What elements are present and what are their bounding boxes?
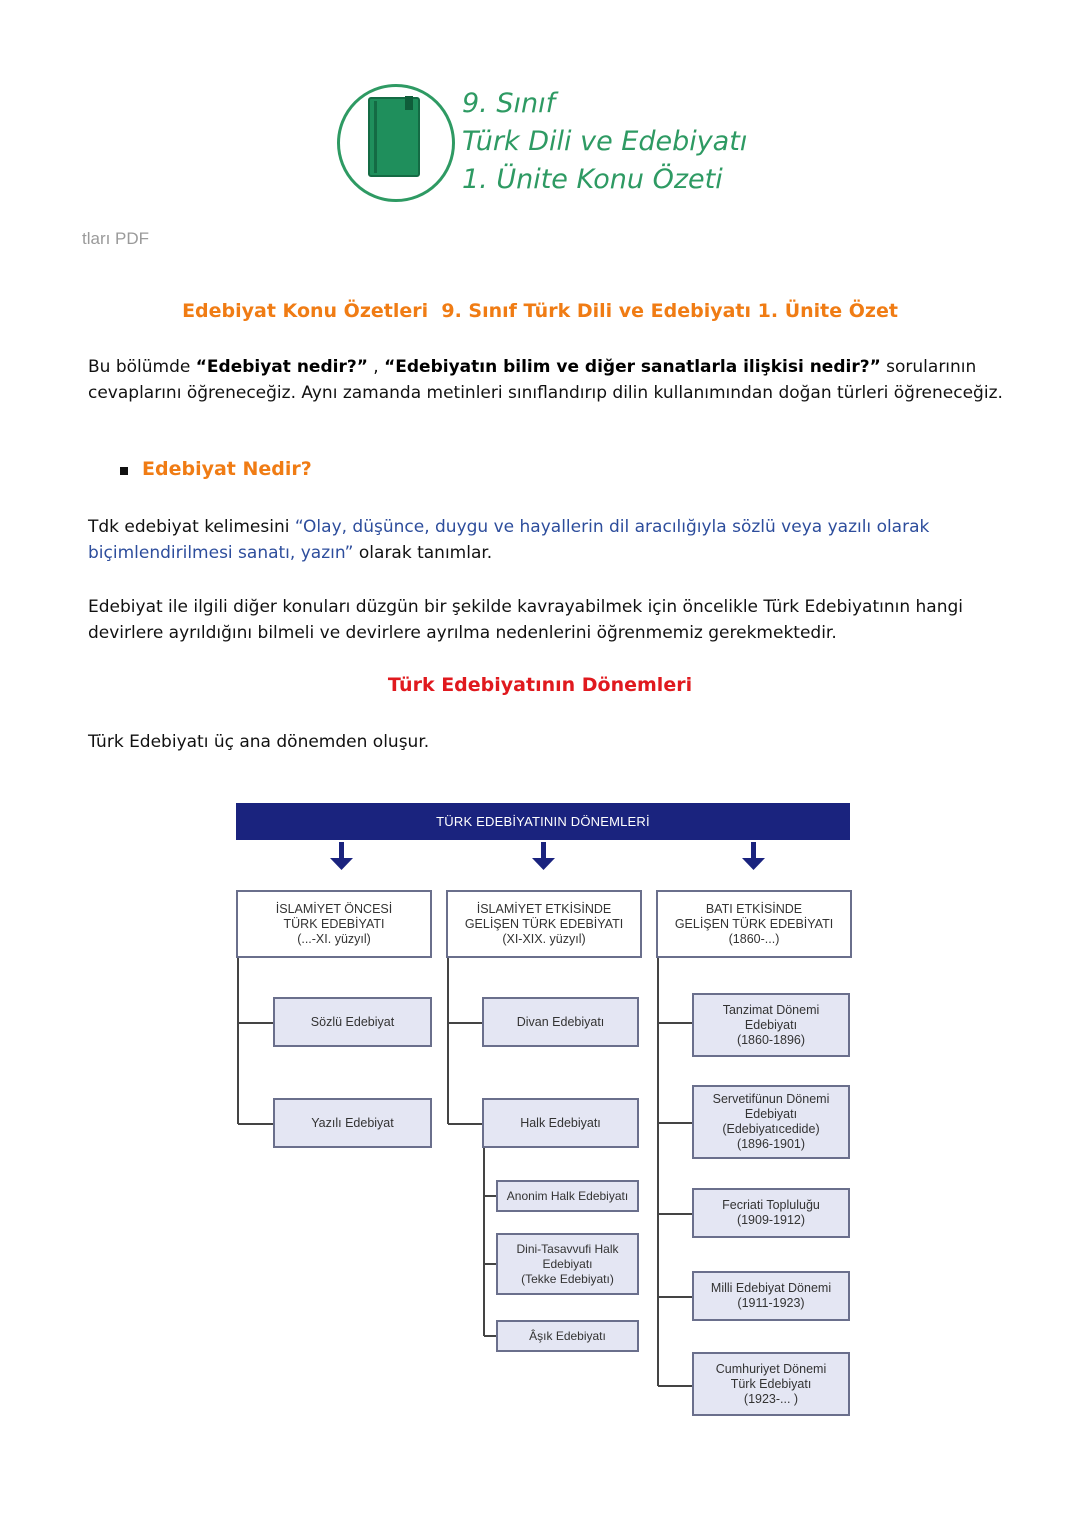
- arrow-shaft-2: [541, 842, 546, 860]
- logo-line-unit: 1. Ünite Konu Özeti: [462, 164, 723, 195]
- arrow-down-icon: [532, 858, 555, 870]
- intro-paragraph: Bu bölümde “Edebiyat nedir?” , “Edebiyat…: [88, 357, 1003, 403]
- bookmark-icon: [405, 96, 413, 110]
- arrow-down-icon: [742, 858, 765, 870]
- box-milli-edebiyat-donemi: Milli Edebiyat Dönemi(1911-1923): [692, 1271, 850, 1321]
- arrow-shaft-1: [339, 842, 344, 860]
- pdf-tag: tları PDF: [82, 229, 150, 248]
- book-spine: [374, 101, 377, 173]
- bullet-icon: [120, 467, 128, 475]
- arrow-shaft-3: [751, 842, 756, 860]
- box-fecriati-toplulugu: Fecriati Topluluğu(1909-1912): [692, 1188, 850, 1238]
- diagram-title-bar: TÜRK EDEBİYATININ DÖNEMLERİ: [236, 803, 850, 840]
- logo-circle: [337, 84, 455, 202]
- box-asik-edebiyati: Âşık Edebiyatı: [496, 1320, 639, 1352]
- box-yazili-edebiyat: Yazılı Edebiyat: [273, 1098, 432, 1148]
- arrow-down-icon: [330, 858, 353, 870]
- main-title: Edebiyat Konu Özetleri 9. Sınıf Türk Dil…: [182, 300, 898, 322]
- box-divan-edebiyati: Divan Edebiyatı: [482, 997, 639, 1047]
- periods-diagram: TÜRK EDEBİYATININ DÖNEMLERİ İSLAMİYET ÖN…: [236, 803, 852, 1419]
- donemler-intro: Türk Edebiyatı üç ana dönemden oluşur.: [88, 732, 430, 752]
- box-halk-edebiyati: Halk Edebiyatı: [482, 1098, 639, 1148]
- periods-paragraph: Edebiyat ile ilgili diğer konuları düzgü…: [88, 597, 964, 643]
- section-heading-donemler: Türk Edebiyatının Dönemleri: [387, 674, 693, 696]
- diagram-title: TÜRK EDEBİYATININ DÖNEMLERİ: [436, 814, 650, 829]
- diagram-connectors: [237, 842, 765, 1387]
- box-anonim-halk-edebiyati: Anonim Halk Edebiyatı: [496, 1180, 639, 1212]
- logo-line-subject: Türk Dili ve Edebiyatı: [462, 126, 748, 157]
- logo-line-grade: 9. Sınıf: [462, 88, 556, 119]
- section-heading-edebiyat-nedir: Edebiyat Nedir?: [142, 458, 312, 480]
- box-sozlu-edebiyat: Sözlü Edebiyat: [273, 997, 432, 1047]
- definition-paragraph: Tdk edebiyat kelimesini “Olay, düşünce, …: [88, 517, 930, 563]
